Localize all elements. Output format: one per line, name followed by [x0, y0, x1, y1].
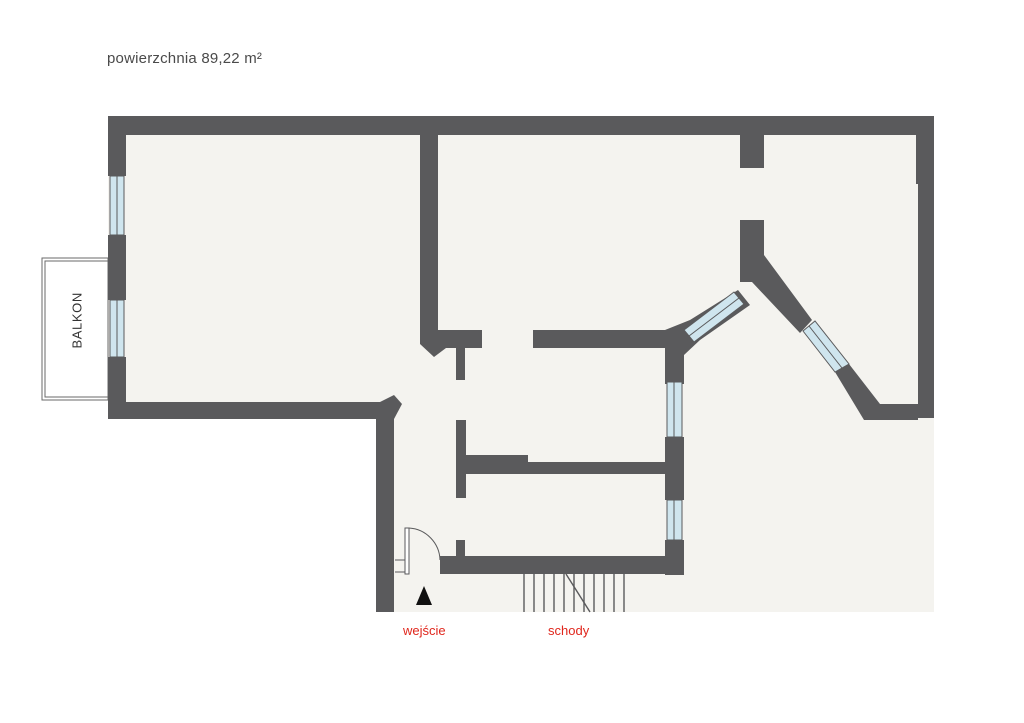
entrance-door — [395, 527, 441, 575]
balcony-label: BALKON — [69, 292, 85, 349]
floor-area — [108, 116, 934, 612]
stairs-label: schody — [548, 623, 590, 638]
windows — [109, 175, 850, 541]
stairs — [523, 573, 625, 613]
balcony — [41, 257, 109, 401]
floor-area-title: powierzchnia 89,22 m² — [107, 50, 263, 67]
entrance-label: wejście — [403, 623, 446, 638]
entrance-arrow-icon — [416, 586, 432, 605]
